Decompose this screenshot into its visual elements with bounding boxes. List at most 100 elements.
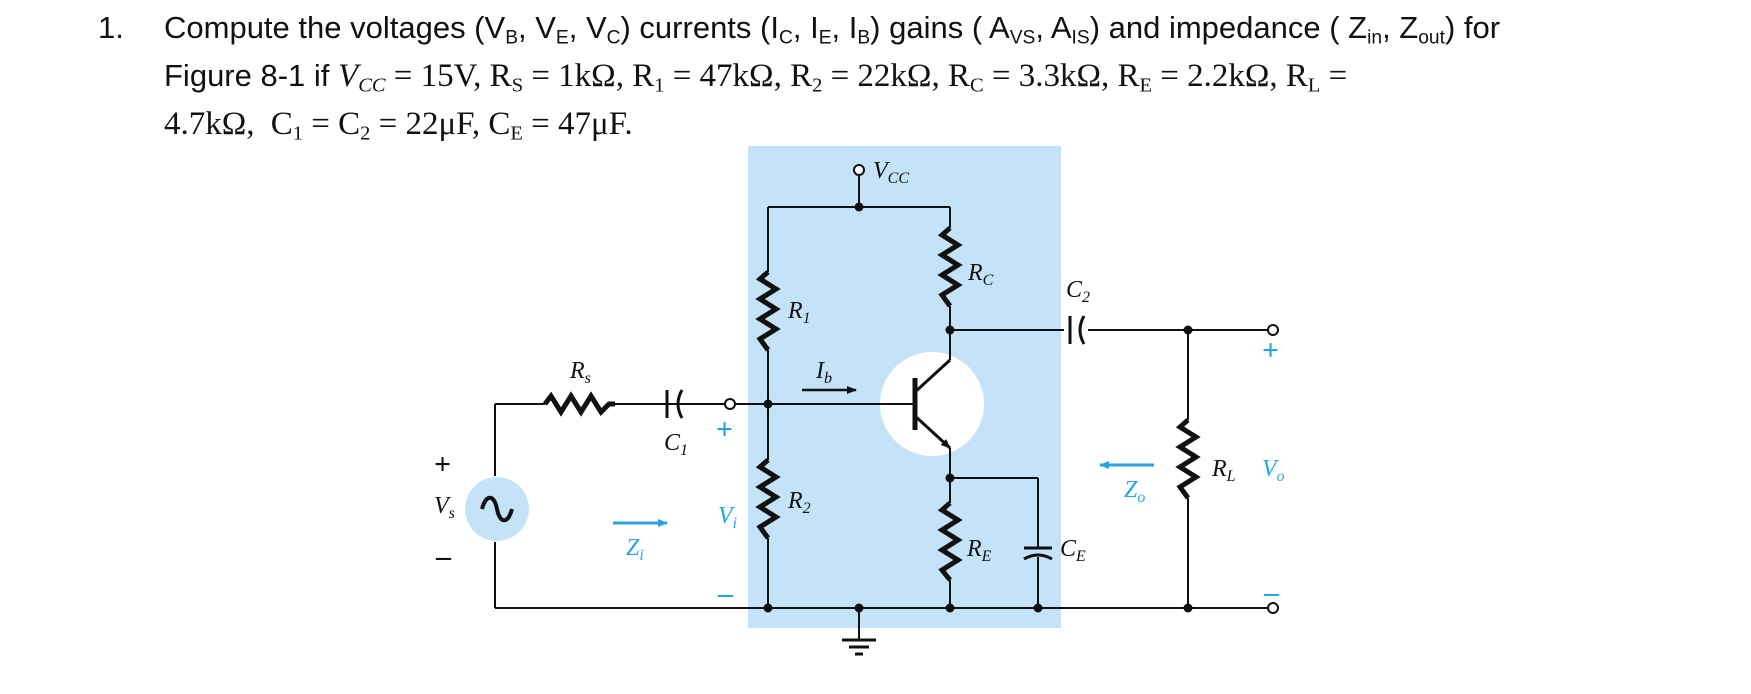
var-re: R [1117, 58, 1140, 94]
label-vcc: VCC [873, 158, 909, 187]
capacitor-c2-plate-b [1078, 315, 1086, 345]
val-rl: 4.7kΩ, [164, 106, 255, 142]
label-vi: Vi [718, 503, 737, 532]
capacitor-c1-plate-b [676, 389, 684, 419]
label-rc: RC [967, 260, 994, 289]
problem-body: Compute the voltages (VB, VE, VC) curren… [164, 4, 1718, 148]
capacitors [665, 315, 1086, 561]
sub-ve: E [555, 27, 569, 49]
label-ce: CE [1060, 536, 1086, 565]
resistor-rl [1175, 418, 1201, 500]
sub-rs: S [511, 74, 524, 97]
vo-minus-terminal [1267, 602, 1279, 614]
resistor-r2 [755, 458, 781, 540]
text-comma: , A [1035, 10, 1072, 45]
sub-ib: B [857, 27, 871, 49]
sub-c1: 1 [292, 122, 304, 145]
label-ib: Ib [815, 358, 832, 387]
sub-zin: in [1367, 27, 1383, 49]
vo-minus-sign: – [1263, 576, 1280, 609]
vcc-terminal [853, 164, 865, 176]
var-r1: R [632, 58, 655, 94]
label-r2: R2 [787, 488, 811, 517]
vs-minus-sign: – [435, 540, 452, 573]
resistor-r1 [755, 270, 781, 352]
text-currents: ) currents (I [620, 10, 779, 45]
label-zo: Zo [1124, 477, 1145, 506]
text-gains: ) gains ( A [870, 10, 1010, 45]
vo-plus-terminal [1267, 324, 1279, 336]
text-impedance: ) and impedance ( Z [1089, 10, 1368, 45]
sub-ic: C [778, 27, 793, 49]
problem-line-3: 4.7kΩ, C1 = C2 = 22μF, CE = 47μF. [164, 100, 1718, 148]
var-ce: C [488, 106, 511, 142]
text-comma: , Z [1382, 10, 1419, 45]
label-re: RE [966, 536, 992, 565]
var-c2: C [338, 106, 361, 142]
sub-avs: VS [1009, 27, 1036, 49]
resistor-rc [937, 226, 963, 308]
ground-icon [842, 638, 876, 656]
var-c1: C [270, 106, 293, 142]
sub-ie: E [818, 27, 832, 49]
text-comma: , I [792, 10, 819, 45]
vi-minus-sign: – [717, 577, 734, 610]
vo-plus-sign: + [1262, 334, 1279, 367]
label-rl: RL [1211, 456, 1236, 485]
text-voltages: Compute the voltages (V [164, 10, 506, 45]
val-re: = 2.2kΩ, [1160, 58, 1278, 94]
resistors [543, 226, 1201, 582]
label-c2: C2 [1066, 277, 1090, 306]
val-vcc: = 15V, [393, 58, 482, 94]
text-for: ) for [1444, 10, 1501, 45]
text-comma: , V [568, 10, 607, 45]
transistor-npn [912, 358, 952, 450]
var-r2: R [790, 58, 813, 94]
sub-vb: B [505, 27, 518, 49]
sub-vcc: CC [358, 74, 386, 97]
var-vcc: V [338, 58, 359, 94]
capacitor-ce-plate-b [1023, 553, 1053, 561]
val-r1: = 47kΩ, [672, 58, 782, 94]
vs-plus-sign: + [434, 448, 451, 481]
sub-re: E [1139, 74, 1152, 97]
var-rl: R [1285, 58, 1308, 94]
sub-ais: IS [1071, 27, 1090, 49]
sub-r1: 1 [654, 74, 665, 97]
sub-vc: C [606, 27, 621, 49]
sub-rl: L [1307, 74, 1321, 97]
problem-line-1: Compute the voltages (VB, VE, VC) curren… [164, 4, 1718, 52]
label-r1: R1 [787, 298, 811, 327]
label-rs: Rs [569, 358, 591, 387]
text-figure: Figure 8-1 if [164, 58, 330, 93]
eq-vcc: VCC = 15V, RS = 1kΩ, R1 = 47kΩ, R2 = 22k… [338, 58, 1348, 97]
eq-sign-rl: = [1328, 58, 1348, 94]
terminals [724, 164, 1279, 614]
problem-statement: 1. Compute the voltages (VB, VE, VC) cur… [98, 4, 1718, 148]
sub-r2: 2 [812, 74, 823, 97]
resistor-rs [543, 391, 615, 417]
val-ce: = 47μF. [531, 106, 633, 142]
sub-rc: C [969, 74, 984, 97]
text-comma: , V [518, 10, 556, 45]
sub-zout: out [1418, 27, 1445, 49]
circuit-wires [494, 175, 1268, 640]
val-rc: = 3.3kΩ, [991, 58, 1110, 94]
vi-plus-sign: + [716, 413, 733, 446]
label-vo: Vo [1262, 456, 1285, 485]
transistor-circle [880, 352, 984, 456]
val-rs: = 1kΩ, [531, 58, 624, 94]
vi-terminal [724, 398, 736, 410]
text-comma: , I [831, 10, 858, 45]
var-rc: R [947, 58, 970, 94]
eq-sign-c1: = [311, 106, 330, 142]
label-c1: C1 [664, 430, 688, 459]
junction-dots [763, 202, 1193, 613]
val-r2: = 22kΩ, [830, 58, 940, 94]
val-c2: = 22μF, [378, 106, 481, 142]
resistor-re [937, 501, 963, 582]
label-vs: Vs [434, 493, 455, 522]
ac-source-sine-icon [480, 495, 514, 523]
eq-caps: 4.7kΩ, C1 = C2 = 22μF, CE = 47μF. [164, 106, 633, 145]
